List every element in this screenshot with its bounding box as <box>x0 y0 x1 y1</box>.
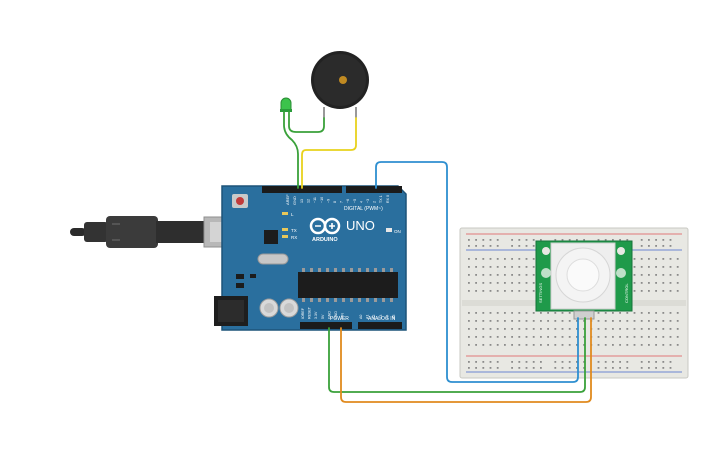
pin-label: RESET <box>308 306 312 319</box>
pin-label: 13 <box>300 199 304 203</box>
pin-label: ~6 <box>346 199 350 203</box>
arduino-uno-board[interactable]: ARDUINO UNO DIGITAL (PWM~) POWER ANALOG … <box>214 185 407 331</box>
pir-pin-header <box>573 310 595 320</box>
atmega-chip <box>298 272 398 298</box>
wire-led-gnd[interactable] <box>283 111 299 189</box>
analog-label: ANALOG IN <box>368 316 396 322</box>
pin-label: A1 <box>366 315 370 319</box>
wire-buzzer-signal[interactable] <box>301 117 357 189</box>
pin-label: 4 <box>359 201 363 203</box>
on-label: ON <box>394 229 401 234</box>
pin-label: 12 <box>307 199 311 203</box>
pin-label: RX 0 <box>386 195 390 203</box>
l-led <box>282 212 288 215</box>
digital-header-right <box>346 186 402 193</box>
pin-label: ~11 <box>313 197 317 203</box>
power-header <box>300 322 352 329</box>
pir-motion-sensor[interactable]: SETTINGS CONTROL <box>535 240 633 320</box>
pin-label: A5 <box>392 315 396 319</box>
board-model-label: UNO <box>346 218 375 233</box>
pin-label: ~5 <box>353 199 357 203</box>
piezo-buzzer[interactable] <box>311 51 369 118</box>
arduino-logo-icon <box>309 217 341 235</box>
pin-label: 8 <box>333 201 337 203</box>
wire-pir-vcc[interactable] <box>340 317 592 403</box>
pin-label: 5V <box>321 314 325 319</box>
pin-label: ~3 <box>366 199 370 203</box>
pin-label: A0 <box>359 315 363 319</box>
wires <box>283 111 592 403</box>
pin-label: 3.3V <box>314 311 318 319</box>
pin-label: A2 <box>372 315 376 319</box>
pin-label: 7 <box>340 201 344 203</box>
digital-label: DIGITAL (PWM~) <box>344 206 383 212</box>
pin-label: GND <box>334 311 338 319</box>
sensor-right-text: CONTROL <box>624 283 629 303</box>
pin-label: 2 <box>373 201 377 203</box>
on-led <box>386 228 392 232</box>
tx-label: TX <box>291 228 297 233</box>
pin-label: IOREF <box>301 307 305 319</box>
sensor-left-text: SETTINGS <box>538 283 543 303</box>
l-label: L <box>291 212 294 217</box>
arduino-logo-text: ARDUINO <box>312 237 338 243</box>
usb-chip <box>264 230 278 244</box>
gnd-label: GND <box>292 196 297 205</box>
wire-pir-out[interactable] <box>375 161 579 383</box>
buzzer-center-icon <box>339 76 347 84</box>
pin-label: VIN <box>341 313 345 319</box>
digital-header-left <box>262 186 342 193</box>
green-led[interactable] <box>280 97 292 112</box>
analog-header <box>358 322 402 329</box>
pin-label: ~9 <box>326 199 330 203</box>
pin-label: A3 <box>379 315 383 319</box>
pin-label: A4 <box>385 315 389 319</box>
pin-label: GND <box>327 311 331 319</box>
aref-label: AREF <box>285 194 290 205</box>
rx-label: RX <box>291 235 297 240</box>
power-label: POWER <box>330 316 349 322</box>
wire-pir-gnd[interactable] <box>328 317 586 393</box>
pin-label: ~10 <box>320 197 324 203</box>
wire-led-buzzer[interactable] <box>288 111 325 133</box>
pin-label: TX 1 <box>379 195 383 203</box>
crystal <box>257 253 289 265</box>
